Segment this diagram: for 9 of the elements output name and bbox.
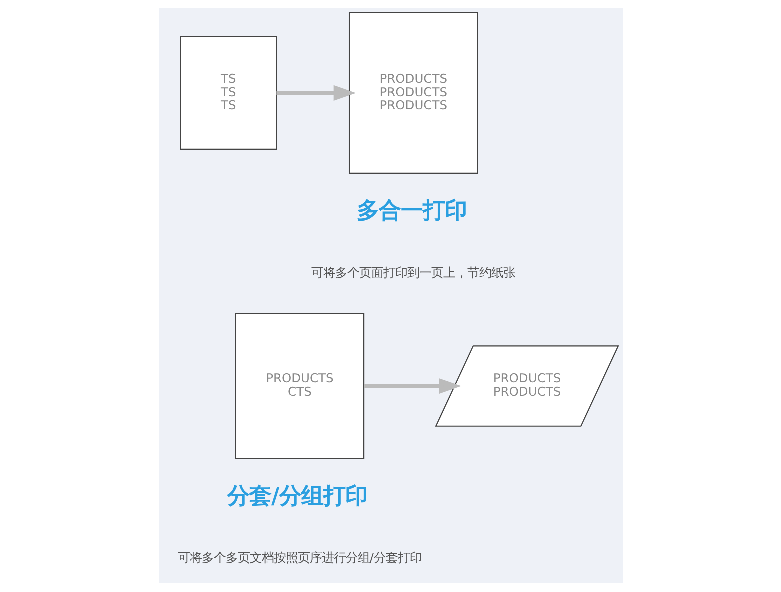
node-box: PRODUCTS CTS [234, 313, 364, 460]
label: 分套/分组打印 [227, 483, 368, 510]
node-box: PRODUCTS PRODUCTS PRODUCTS [348, 12, 478, 174]
label: 可将多个多页文档按照页序进行分组/分套打印 [177, 551, 422, 566]
arrow [364, 378, 461, 394]
node-box: TS TS TS [180, 36, 277, 150]
arrow [276, 85, 356, 102]
label: 可将多个页面打印到一页上，节约纸张 [311, 266, 516, 280]
label: 多合一打印 [356, 198, 466, 224]
